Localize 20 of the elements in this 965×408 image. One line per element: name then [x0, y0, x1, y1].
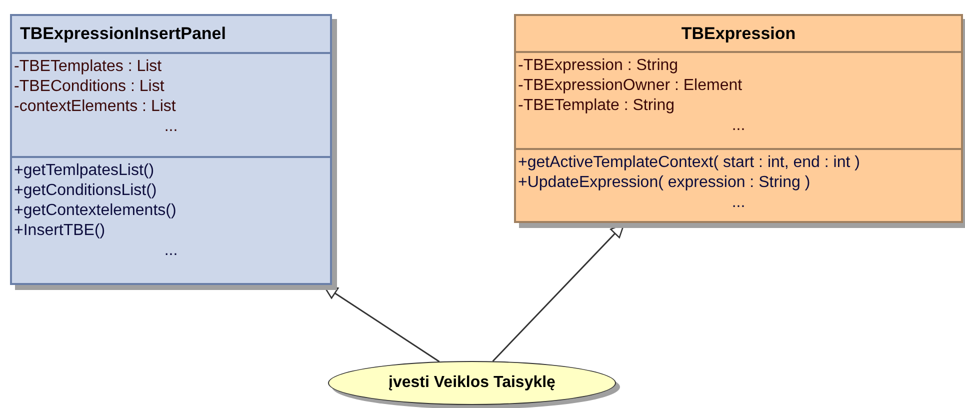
attribute-text: -TBEConditions : List [14, 77, 164, 97]
attribute-text: -contextElements : List [14, 97, 176, 117]
use-case-name: įvesti Veiklos Taisyklę [388, 373, 556, 393]
operation-text: +UpdateExpression( expression : String ) [518, 173, 810, 193]
operation-text: +InsertTBE() [14, 221, 106, 241]
ellipsis: ... [164, 117, 178, 137]
operation-text: +getContextelements() [14, 201, 176, 221]
attribute-text: -TBETemplate : String [518, 96, 674, 116]
generalization-arrow [323, 285, 440, 362]
class-name: TBExpression [681, 23, 796, 46]
ellipsis: ... [732, 193, 746, 213]
operation-text: +getConditionsList() [14, 181, 157, 201]
class-name: TBExpressionInsertPanel [20, 23, 226, 46]
attribute-text: -TBExpressionOwner : Element [518, 76, 742, 96]
attribute-text: -TBETemplates : List [14, 57, 162, 77]
ellipsis: ... [732, 116, 746, 136]
ellipsis: ... [164, 241, 178, 261]
attribute-text: -TBExpression : String [518, 56, 678, 76]
operation-text: +getActiveTemplateContext( start : int, end : int ) [518, 153, 860, 173]
operation-text: +getTemlpatesList() [14, 161, 154, 181]
